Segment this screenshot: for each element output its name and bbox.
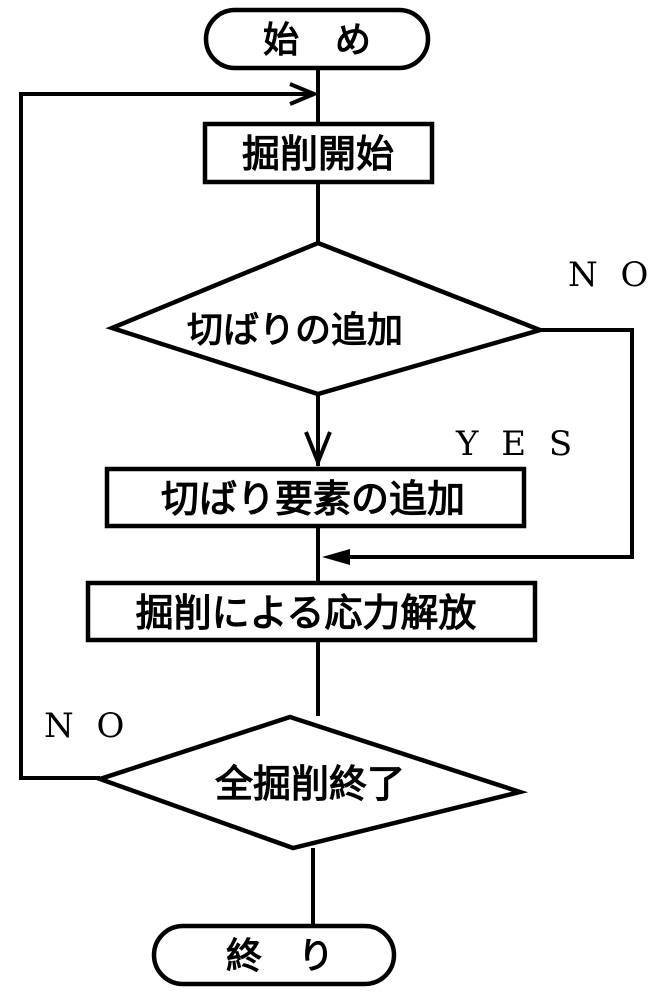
- arrow-right-icon: [289, 82, 320, 106]
- start-label: 始 め: [263, 20, 371, 61]
- decision-all-excavation-done-no-label: N O: [44, 706, 130, 746]
- step-excavation-start-label: 掘削開始: [242, 132, 394, 176]
- arrow-left-icon: [322, 549, 350, 565]
- step-add-strut-element-label: 切ばり要素の追加: [161, 477, 465, 521]
- decision-add-strut-label: 切ばりの追加: [187, 310, 403, 351]
- decision-add-strut: 切ばりの追加: [105, 240, 547, 397]
- end-terminal: 終 り: [151, 923, 397, 987]
- decision-all-excavation-done-label: 全掘削終了: [214, 762, 405, 806]
- step-stress-release: 掘削による応力解放: [85, 580, 538, 643]
- decision-add-strut-no-label: N O: [568, 255, 654, 295]
- arrow-down-icon: [304, 431, 332, 468]
- decision-all-excavation-done: 全掘削終了: [93, 714, 529, 851]
- connector-decision2-no-loop: [19, 92, 314, 780]
- start-terminal: 始 め: [203, 7, 431, 71]
- step-add-strut-element: 切ばり要素の追加: [104, 466, 527, 529]
- step-stress-release-label: 掘削による応力解放: [136, 591, 477, 635]
- step-excavation-start: 掘削開始: [202, 121, 435, 185]
- connector-decision1-no: [336, 328, 634, 559]
- end-label: 終 り: [226, 936, 334, 977]
- decision-add-strut-yes-label: Y E S: [455, 424, 578, 464]
